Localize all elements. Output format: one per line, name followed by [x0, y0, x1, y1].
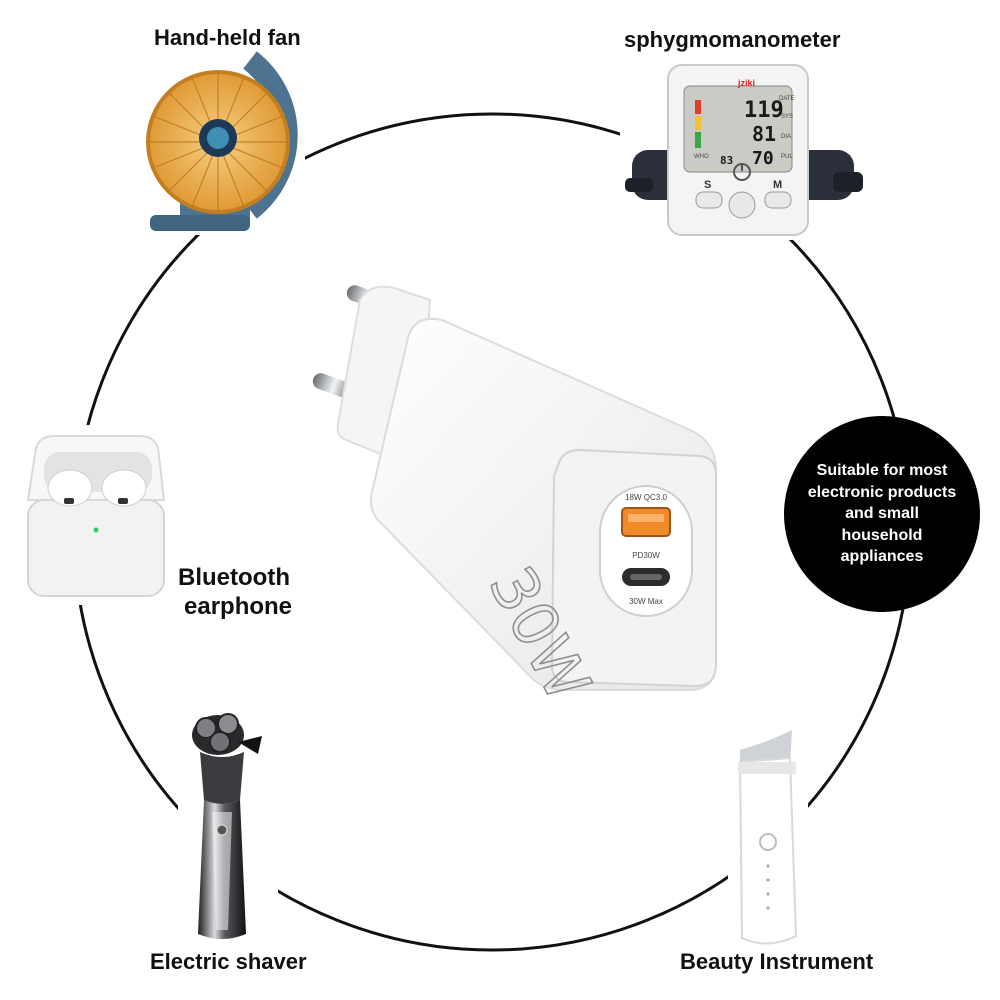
badge-text: Suitable for most electronic products an…: [807, 462, 957, 566]
earphone-label-line1: Bluetooth: [178, 564, 290, 591]
bp-button-s-label: S: [704, 179, 711, 191]
bp-tag-sys: SYS: [781, 114, 793, 120]
bp-tag-date: DATE: [779, 96, 795, 102]
bp-small-value: 83: [720, 154, 733, 167]
handheld-fan-image: [146, 51, 298, 231]
fan-label: Hand-held fan: [154, 25, 301, 50]
electric-shaver-image: [192, 713, 262, 939]
bp-monitor-label: sphygmomanometer: [624, 27, 841, 52]
bp-sys-value: 119: [744, 98, 784, 123]
earphone-label-line2: earphone: [184, 593, 293, 620]
beauty-instrument-image: [738, 730, 798, 945]
bp-tag-who: WHO: [694, 154, 709, 160]
usb-c-label: PD30W: [632, 551, 660, 560]
usb-charger-image: 18W QC3.0 PD30W 30W Max 30W: [312, 285, 717, 714]
max-power-label: 30W Max: [629, 597, 663, 606]
bp-dia-value: 81: [752, 122, 776, 146]
bp-tag-pul: PUL: [781, 154, 793, 160]
beauty-label: Beauty Instrument: [680, 949, 874, 974]
compatibility-badge: Suitable for most electronic products an…: [784, 416, 980, 612]
usb-a-label: 18W QC3.0: [625, 493, 667, 502]
earphone-case-image: [26, 435, 166, 597]
bp-pul-value: 70: [752, 148, 774, 169]
blood-pressure-monitor-image: 119 81 70 83 jziki DATE SYS DIA PUL WHO …: [625, 64, 863, 236]
bp-tag-dia: DIA: [781, 134, 791, 140]
bp-button-m-label: M: [773, 179, 782, 191]
shaver-label: Electric shaver: [150, 949, 307, 974]
bp-brand: jziki: [737, 78, 755, 88]
